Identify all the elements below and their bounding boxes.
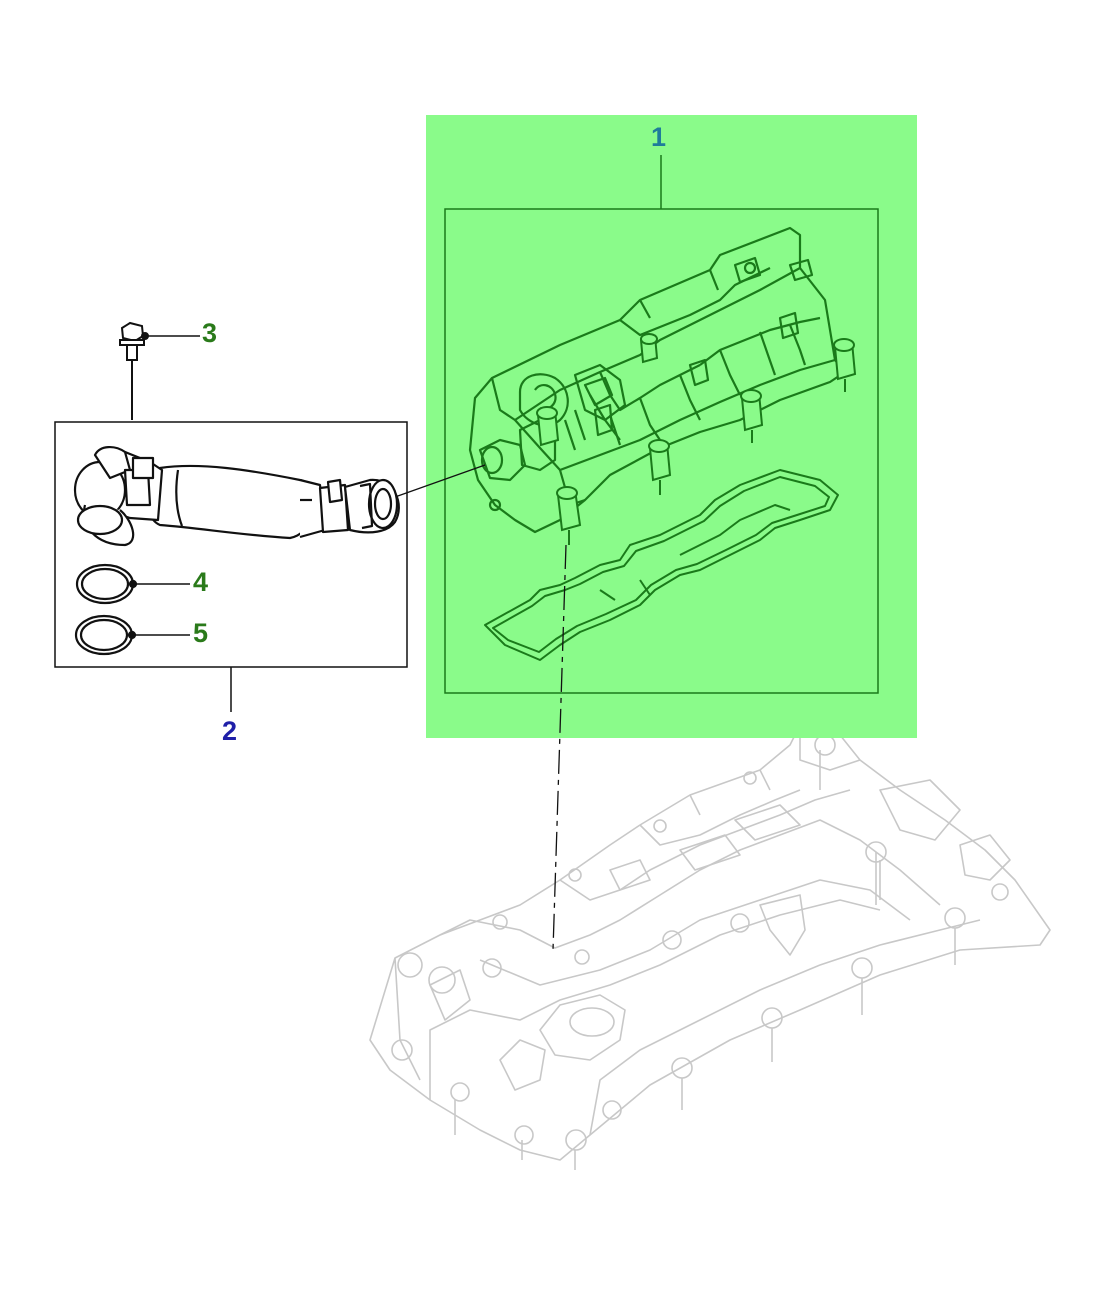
- cam-cover: [468, 226, 847, 534]
- assembly-line: [552, 544, 567, 951]
- callout-1[interactable]: 1: [651, 122, 667, 152]
- bolt: [119, 321, 149, 420]
- cover-gasket: [484, 469, 839, 661]
- breather-hose: [73, 446, 400, 547]
- cylinder-head-outline: [369, 724, 1051, 1170]
- cover-studs: [536, 333, 857, 545]
- o-ring-5: [74, 614, 137, 656]
- highlight-region: [426, 115, 917, 738]
- hose-to-cover-line: [394, 464, 486, 498]
- callout-2[interactable]: 2: [222, 716, 238, 746]
- callout-4[interactable]: 4: [193, 567, 209, 597]
- o-ring-4: [75, 563, 138, 605]
- callout-5[interactable]: 5: [193, 618, 209, 648]
- callout-3[interactable]: 3: [202, 318, 218, 348]
